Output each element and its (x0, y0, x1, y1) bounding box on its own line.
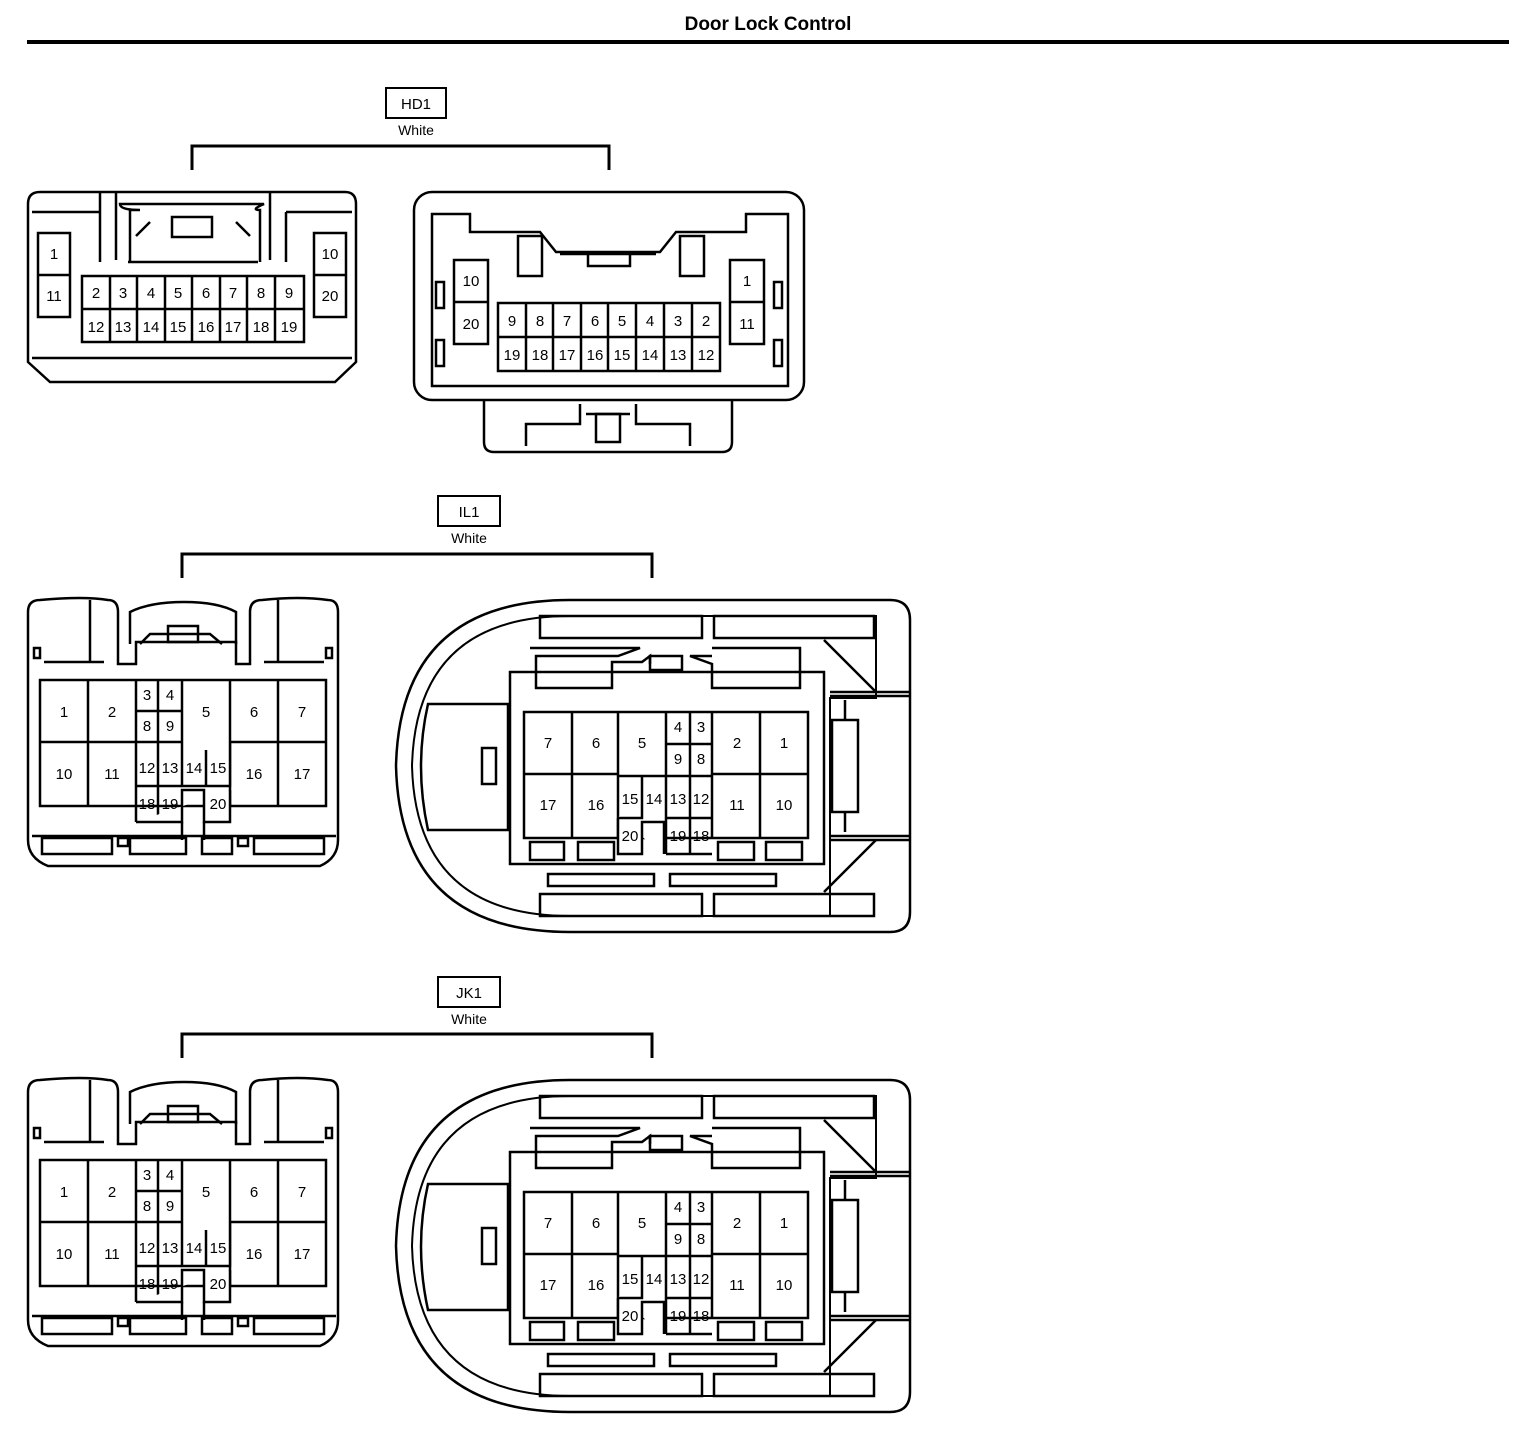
svg-text:13: 13 (115, 319, 132, 336)
connector-color: White (451, 1011, 487, 1027)
svg-text:7: 7 (563, 313, 571, 330)
svg-text:20: 20 (322, 288, 339, 305)
connector-hd1-rear-view (412, 190, 806, 454)
svg-text:5: 5 (618, 313, 626, 330)
svg-text:10: 10 (463, 273, 480, 290)
svg-text:20: 20 (463, 316, 480, 333)
connector-jk1-label: JK1 White (180, 976, 654, 1058)
svg-text:16: 16 (198, 319, 215, 336)
svg-text:19: 19 (504, 347, 521, 364)
svg-text:11: 11 (46, 288, 62, 305)
svg-text:14: 14 (642, 347, 659, 364)
svg-text:6: 6 (202, 285, 210, 302)
svg-text:3: 3 (119, 285, 127, 302)
connector-hd1-front-view (26, 190, 358, 384)
connector-il1-front-view (26, 596, 340, 868)
svg-text:15: 15 (614, 347, 631, 364)
svg-text:16: 16 (587, 347, 604, 364)
svg-text:2: 2 (702, 313, 710, 330)
connector-hd1-front-cavities (36, 231, 348, 344)
svg-text:12: 12 (698, 347, 715, 364)
svg-text:1: 1 (50, 246, 58, 263)
svg-text:2: 2 (92, 285, 100, 302)
svg-text:10: 10 (322, 246, 339, 263)
svg-text:15: 15 (170, 319, 187, 336)
svg-text:18: 18 (253, 319, 270, 336)
svg-text:5: 5 (174, 285, 182, 302)
connector-color: White (451, 530, 487, 546)
svg-text:17: 17 (559, 347, 576, 364)
svg-text:1: 1 (743, 273, 751, 290)
svg-text:4: 4 (646, 313, 654, 330)
svg-text:12: 12 (88, 319, 105, 336)
svg-text:6: 6 (591, 313, 599, 330)
connector-il1-label: IL1 White (180, 495, 654, 578)
page-title: Door Lock Control (684, 14, 852, 35)
svg-text:7: 7 (229, 285, 237, 302)
connector-color: White (398, 122, 434, 138)
svg-text:17: 17 (225, 319, 242, 336)
svg-text:13: 13 (670, 347, 687, 364)
svg-text:8: 8 (257, 285, 265, 302)
svg-text:3: 3 (674, 313, 682, 330)
svg-text:9: 9 (285, 285, 293, 302)
connector-il1-rear-view (394, 598, 912, 934)
connector-hd1-rear-cavities (452, 258, 766, 373)
connector-jk1-rear-view (394, 1078, 912, 1414)
svg-text:11: 11 (739, 316, 755, 333)
svg-text:14: 14 (143, 319, 160, 336)
svg-text:9: 9 (508, 313, 516, 330)
svg-text:19: 19 (281, 319, 298, 336)
connector-jk1-front-view (26, 1076, 340, 1348)
connector-hd1-label: HD1 White (190, 87, 611, 170)
svg-text:4: 4 (147, 285, 155, 302)
connector-code: HD1 (401, 96, 431, 113)
svg-text:8: 8 (536, 313, 544, 330)
title-rule (27, 40, 1509, 44)
connector-code: JK1 (456, 985, 482, 1002)
connector-code: IL1 (459, 504, 480, 521)
svg-text:18: 18 (532, 347, 549, 364)
